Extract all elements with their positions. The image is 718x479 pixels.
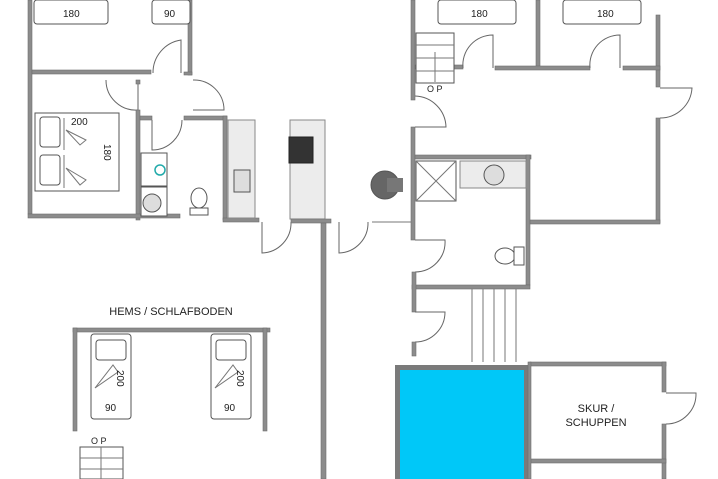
wall xyxy=(262,327,268,432)
wall xyxy=(320,222,327,479)
dim-label: 200 xyxy=(71,117,88,128)
dim-label: 180 xyxy=(597,9,614,20)
door-swing xyxy=(414,311,446,343)
dim-label: 180 xyxy=(101,144,112,161)
wall xyxy=(31,69,152,75)
dim-label: 180 xyxy=(63,9,80,20)
wall xyxy=(135,79,141,85)
pillow xyxy=(39,154,61,186)
wall xyxy=(661,361,667,393)
wall xyxy=(411,271,417,313)
pool xyxy=(400,370,524,479)
wall xyxy=(411,284,531,290)
door-swing xyxy=(414,239,446,273)
dim-label: 180 xyxy=(471,9,488,20)
room-label-loft: HEMS / SCHLAFBODEN xyxy=(109,306,233,318)
wall xyxy=(135,109,141,221)
door-swing xyxy=(589,34,621,69)
wall xyxy=(411,341,417,357)
dim-label: 200 xyxy=(234,370,245,387)
wall xyxy=(529,361,667,367)
pillow xyxy=(215,339,247,361)
bed-180 xyxy=(562,0,642,25)
wall xyxy=(655,117,661,224)
pillow xyxy=(95,339,127,361)
door-swing xyxy=(105,79,139,111)
bed-90 xyxy=(151,0,191,25)
kitchen-counter xyxy=(227,119,256,219)
door-swing xyxy=(152,39,182,74)
bed-180 xyxy=(33,0,109,25)
dim-label: 90 xyxy=(164,9,176,20)
wall xyxy=(290,218,332,224)
door-swing xyxy=(659,87,693,119)
wall xyxy=(535,0,541,69)
wall xyxy=(529,458,667,464)
door-swing xyxy=(261,221,292,254)
door-swing xyxy=(192,79,225,111)
sink-icon xyxy=(233,169,251,193)
dim-label: 200 xyxy=(114,370,125,387)
wall xyxy=(525,154,531,286)
dim-label: 90 xyxy=(105,403,117,414)
wall xyxy=(622,65,661,71)
washbasin xyxy=(483,164,505,186)
wall xyxy=(72,327,271,333)
wall xyxy=(222,115,228,221)
wall xyxy=(655,14,661,88)
door-swing xyxy=(151,119,183,151)
door-swing xyxy=(665,392,697,425)
wall xyxy=(414,154,532,160)
wall xyxy=(183,115,228,121)
wall xyxy=(529,219,661,225)
door-swing xyxy=(338,221,369,254)
kitchen-island xyxy=(289,119,326,220)
dim-label: 90 xyxy=(224,403,236,414)
room-label-shed-2: SCHUPPEN xyxy=(565,417,627,429)
stair-marker: O P xyxy=(427,84,443,94)
stair-marker: O P xyxy=(91,436,107,446)
wall xyxy=(27,213,181,219)
pillow xyxy=(39,116,61,148)
door-swing xyxy=(414,95,447,128)
wall xyxy=(661,423,667,479)
wall xyxy=(527,361,532,479)
toilet xyxy=(494,247,516,265)
wall xyxy=(183,71,193,76)
wall xyxy=(139,115,153,121)
door-swing xyxy=(462,34,494,69)
room-label-shed-1: SKUR / xyxy=(577,403,615,415)
staircase xyxy=(471,289,517,362)
hob-icon xyxy=(288,136,314,164)
wall xyxy=(72,327,78,432)
toilet xyxy=(190,187,208,209)
bed-180 xyxy=(437,0,517,25)
wall xyxy=(410,126,416,241)
wall xyxy=(494,65,591,71)
wall xyxy=(222,217,260,223)
wall xyxy=(27,0,33,215)
wall xyxy=(410,0,416,101)
